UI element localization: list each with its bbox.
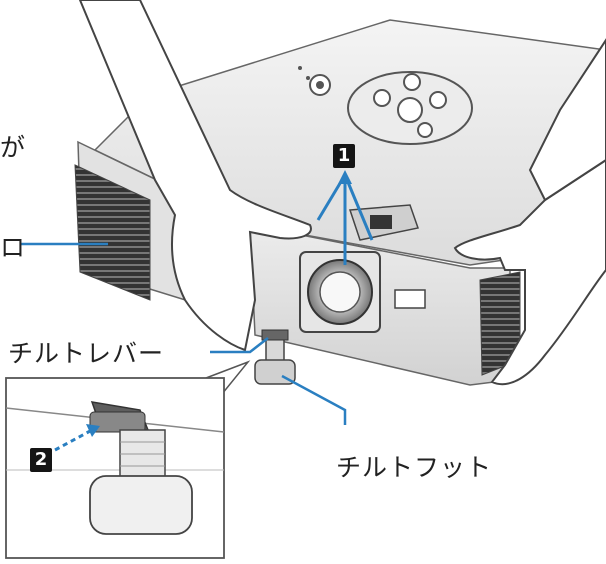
partial-label-mid: ロ [0, 233, 27, 262]
press-arrow [54, 428, 93, 452]
leader-line-tilt-foot [281, 374, 347, 425]
right-sleeve [528, 38, 606, 202]
step-1-badge: 1 [333, 144, 355, 168]
right-hand [453, 158, 606, 386]
tilt-foot-label: チルトフット [336, 453, 493, 482]
tilt-lever-main [261, 329, 289, 341]
left-vent [74, 164, 151, 301]
step-2-badge: 2 [30, 448, 52, 472]
inset-foot-pad [89, 475, 193, 535]
left-hand [78, 0, 312, 352]
partial-label-top: が [0, 133, 27, 162]
tilt-lever-label: チルトレバー [8, 339, 165, 368]
leader-line-tilt-lever [210, 337, 269, 354]
